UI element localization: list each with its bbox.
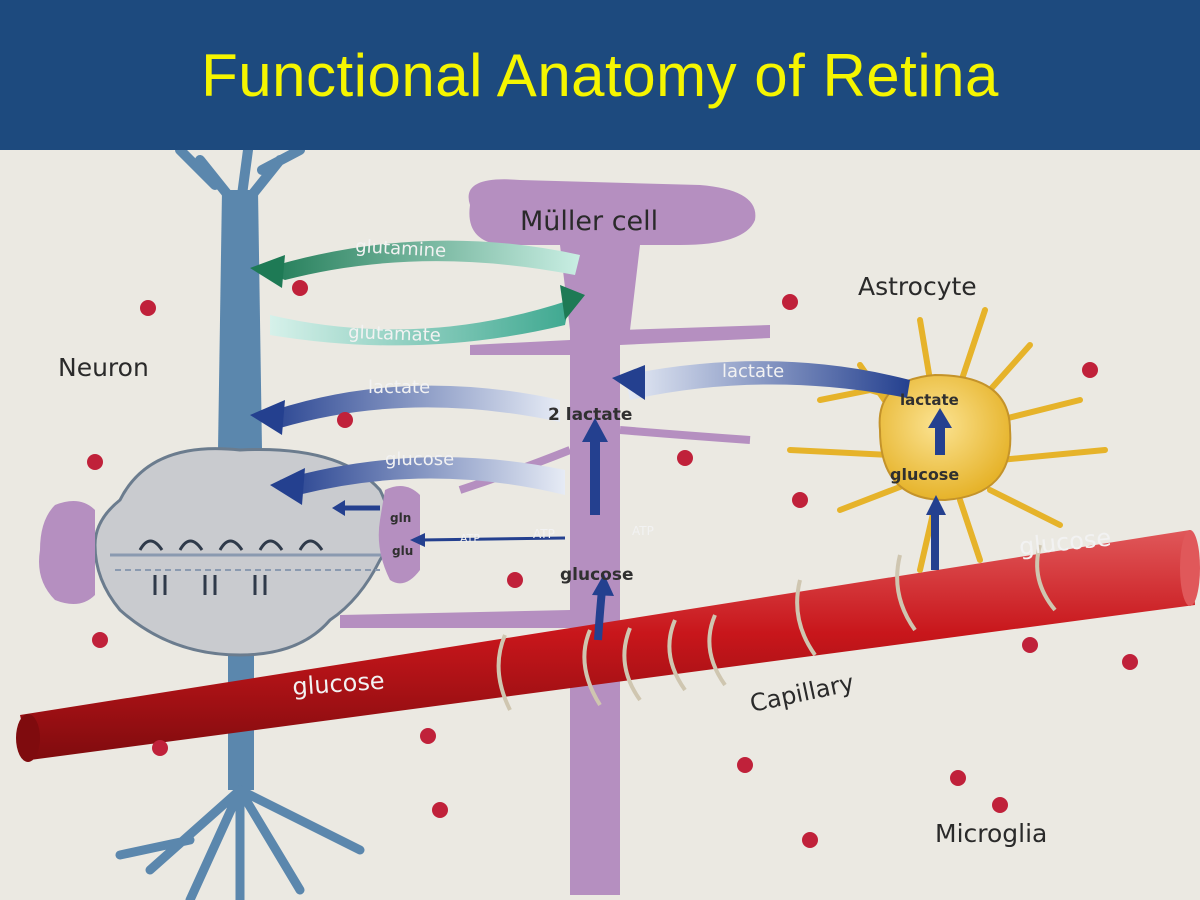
microglia-dot xyxy=(1122,654,1138,670)
neuron xyxy=(93,150,392,900)
label-atp-3: ATP xyxy=(632,524,654,538)
microglia-dot xyxy=(140,300,156,316)
slide-title: Functional Anatomy of Retina xyxy=(201,41,999,109)
microglia-dot xyxy=(337,412,353,428)
label-gln: gln xyxy=(390,511,411,525)
label-lactate-to-neuron: lactate xyxy=(368,377,430,398)
label-capillary: Capillary xyxy=(747,669,856,718)
label-astrocyte: Astrocyte xyxy=(858,272,977,301)
label-two-lactate: 2 lactate xyxy=(548,405,632,425)
microglia-dot xyxy=(1022,637,1038,653)
label-glutamine: glutamine xyxy=(355,236,447,262)
label-neuron: Neuron xyxy=(58,353,149,382)
microglia-dot xyxy=(1082,362,1098,378)
muller-cell xyxy=(340,179,770,895)
label-muller-glucose: glucose xyxy=(560,565,634,585)
microglia-dot xyxy=(737,757,753,773)
microglia-dot xyxy=(950,770,966,786)
flow-arrows xyxy=(250,240,952,641)
label-atp-1: ATP xyxy=(460,532,480,545)
microglia-dot xyxy=(782,294,798,310)
capillary xyxy=(16,530,1200,762)
microglia-dot xyxy=(420,728,436,744)
microglia-cells xyxy=(87,280,1138,848)
label-glucose-to-neuron: glucose xyxy=(385,449,454,470)
microglia-dot xyxy=(677,450,693,466)
microglia-dot xyxy=(992,797,1008,813)
microglia-dot xyxy=(152,740,168,756)
label-glutamate: glutamate xyxy=(348,322,441,346)
microglia-dot xyxy=(802,832,818,848)
label-lactate-from-astrocyte: lactate xyxy=(722,361,784,382)
retina-diagram: Müller cell Astrocyte Neuron Capillary M… xyxy=(0,150,1200,900)
microglia-dot xyxy=(432,802,448,818)
label-astro-glucose: glucose xyxy=(890,465,959,484)
label-atp-2: ATP xyxy=(533,527,555,541)
label-microglia: Microglia xyxy=(935,819,1047,848)
microglia-dot xyxy=(792,492,808,508)
label-capillary-glucose-left: glucose xyxy=(291,667,385,701)
title-bar: Functional Anatomy of Retina xyxy=(0,0,1200,150)
label-astro-lactate: lactate xyxy=(900,391,959,409)
microglia-dot xyxy=(292,280,308,296)
label-muller-cell: Müller cell xyxy=(520,206,658,237)
microglia-dot xyxy=(87,454,103,470)
diagram-canvas: Müller cell Astrocyte Neuron Capillary M… xyxy=(16,150,1200,900)
neuron-terminal xyxy=(39,501,95,604)
microglia-dot xyxy=(92,632,108,648)
microglia-dot xyxy=(507,572,523,588)
label-glu: glu xyxy=(392,544,413,558)
